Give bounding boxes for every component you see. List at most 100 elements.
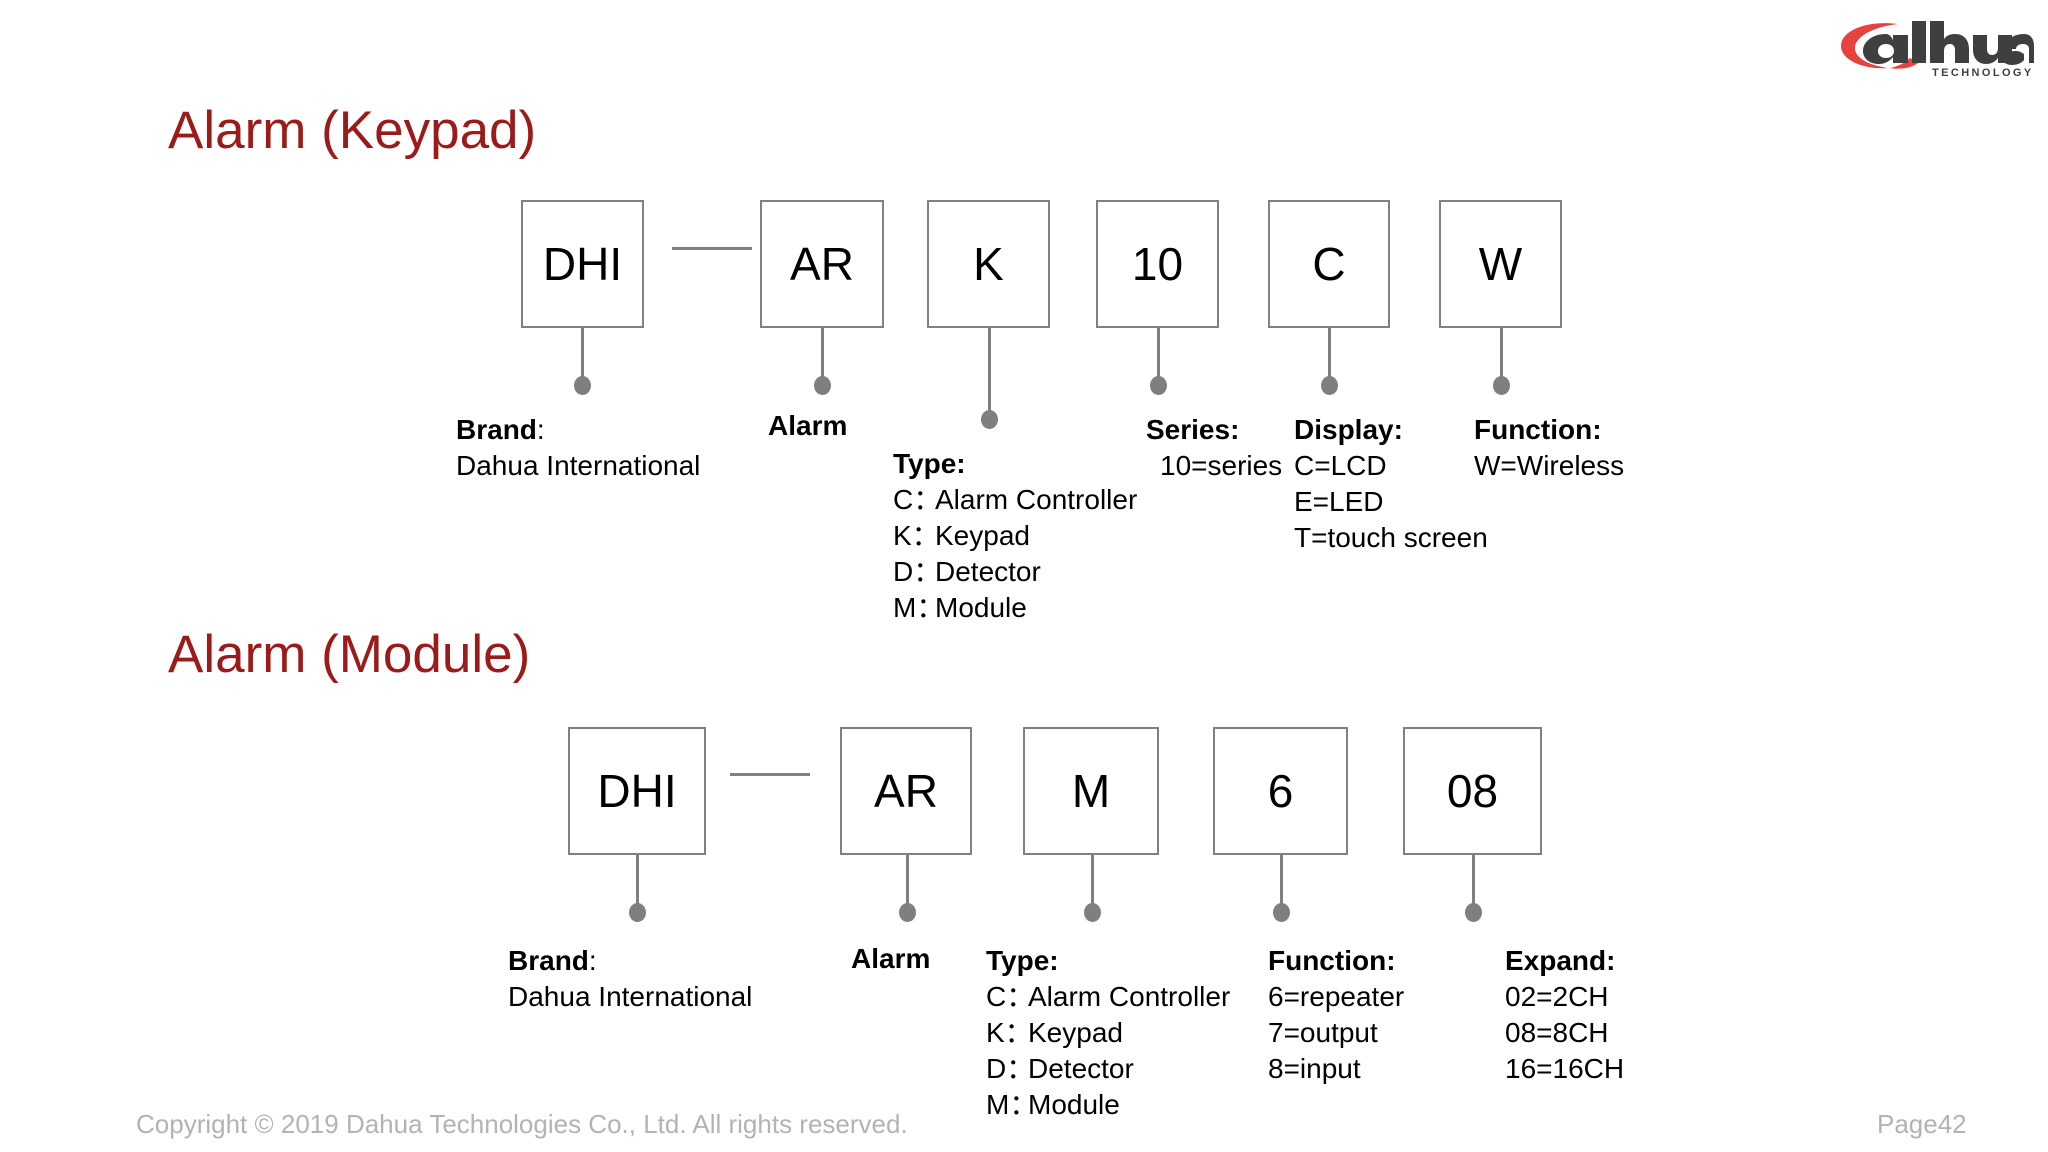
- footer-page-number: Page42: [1877, 1109, 1967, 1139]
- module-callout-alarm-head: Alarm: [851, 943, 931, 974]
- module-callout-type-key-1: C：: [986, 981, 1035, 1012]
- module-callout-type-key-4: M：: [986, 1089, 1038, 1120]
- dash-separator: [672, 247, 752, 250]
- dahua-logo: TECHNOLOGY: [1838, 18, 2034, 80]
- module-connector-stem-alarm: [906, 855, 909, 911]
- callout-brand-colon: :: [536, 414, 545, 445]
- callout-brand-head: Brand: [456, 414, 537, 445]
- connector-dot-series: [1150, 376, 1167, 395]
- callout-type-line-1: C：Alarm Controller: [893, 482, 1137, 518]
- callout-display-line-2: E=LED: [1294, 486, 1384, 517]
- module-callout-expand: Expand: 02=2CH 08=8CH 16=16CH: [1505, 943, 1624, 1087]
- callout-display-line-1: C=LCD: [1294, 450, 1387, 481]
- callout-type-key-1: C：: [893, 484, 942, 515]
- code-box-function: W: [1439, 200, 1562, 328]
- module-connector-dot-expand: [1465, 903, 1482, 922]
- code-box-brand: DHI: [521, 200, 644, 328]
- callout-type: Type: C：Alarm Controller K：Keypad D：Dete…: [893, 446, 1137, 626]
- module-callout-type-line-2: K：Keypad: [986, 1015, 1230, 1051]
- module-callout-type-value-2: Keypad: [1028, 1017, 1123, 1048]
- module-code-box-alarm: AR: [840, 727, 972, 855]
- module-code-box-brand: DHI: [568, 727, 706, 855]
- callout-series: Series: 10=series: [1146, 412, 1282, 484]
- callout-type-key-2: K：: [893, 520, 940, 551]
- code-box-alarm: AR: [760, 200, 884, 328]
- callout-display-head: Display:: [1294, 414, 1403, 445]
- callout-type-value-2: Keypad: [935, 520, 1030, 551]
- section-title-module: Alarm (Module): [168, 625, 531, 684]
- callout-function-line-1: W=Wireless: [1474, 450, 1625, 481]
- module-callout-type-value-1: Alarm Controller: [1028, 981, 1231, 1012]
- connector-stem-alarm: [821, 328, 824, 384]
- module-callout-expand-line-2: 08=8CH: [1505, 1017, 1609, 1048]
- module-callout-type-line-3: D：Detector: [986, 1051, 1230, 1087]
- callout-type-value-4: Module: [935, 592, 1027, 623]
- module-connector-stem-function: [1280, 855, 1283, 911]
- callout-type-key-3: D：: [893, 556, 942, 587]
- module-connector-stem-type: [1091, 855, 1094, 911]
- module-callout-type-value-3: Detector: [1028, 1053, 1134, 1084]
- module-callout-type-key-3: D：: [986, 1053, 1035, 1084]
- callout-type-value-1: Alarm Controller: [935, 484, 1138, 515]
- code-box-series: 10: [1096, 200, 1219, 328]
- module-connector-stem-expand: [1472, 855, 1475, 911]
- connector-stem-type: [988, 328, 991, 418]
- callout-display-line-3: T=touch screen: [1294, 522, 1488, 553]
- module-connector-dot-type: [1084, 903, 1101, 922]
- module-connector-dot-function: [1273, 903, 1290, 922]
- callout-alarm: Alarm: [768, 408, 847, 444]
- module-callout-type-value-4: Module: [1028, 1089, 1120, 1120]
- module-code-box-expand: 08: [1403, 727, 1542, 855]
- module-callout-function: Function: 6=repeater 7=output 8=input: [1268, 943, 1404, 1087]
- module-callout-type-key-2: K：: [986, 1017, 1033, 1048]
- connector-dot-display: [1321, 376, 1338, 395]
- module-callout-function-line-1: 6=repeater: [1268, 981, 1405, 1012]
- callout-function: Function: W=Wireless: [1474, 412, 1624, 484]
- connector-dot-brand: [574, 376, 591, 395]
- module-callout-brand-head: Brand: [508, 945, 589, 976]
- module-callout-type-line-1: C：Alarm Controller: [986, 979, 1230, 1015]
- module-callout-function-line-3: 8=input: [1268, 1053, 1361, 1084]
- section-title-keypad: Alarm (Keypad): [168, 101, 537, 160]
- connector-dot-type: [981, 410, 998, 429]
- module-callout-alarm: Alarm: [851, 941, 930, 977]
- callout-type-head: Type:: [893, 448, 966, 479]
- connector-stem-brand: [581, 328, 584, 384]
- callout-function-head: Function:: [1474, 414, 1602, 445]
- module-callout-brand-line-1: Dahua International: [508, 981, 753, 1012]
- module-callout-type: Type: C：Alarm Controller K：Keypad D：Dete…: [986, 943, 1230, 1123]
- callout-brand: Brand: Dahua International: [456, 412, 700, 484]
- callout-type-line-3: D：Detector: [893, 554, 1137, 590]
- module-connector-dot-brand: [629, 903, 646, 922]
- callout-alarm-head: Alarm: [768, 410, 848, 441]
- module-callout-brand-colon: :: [588, 945, 597, 976]
- callout-type-line-2: K：Keypad: [893, 518, 1137, 554]
- callout-type-value-3: Detector: [935, 556, 1041, 587]
- module-callout-type-head: Type:: [986, 945, 1059, 976]
- code-box-display: C: [1268, 200, 1390, 328]
- callout-type-line-4: M：Module: [893, 590, 1137, 626]
- connector-stem-display: [1328, 328, 1331, 384]
- module-code-box-type: M: [1023, 727, 1159, 855]
- module-callout-brand: Brand: Dahua International: [508, 943, 752, 1015]
- connector-stem-series: [1157, 328, 1160, 384]
- module-callout-type-line-4: M：Module: [986, 1087, 1230, 1123]
- module-connector-dot-alarm: [899, 903, 916, 922]
- module-connector-stem-brand: [636, 855, 639, 911]
- connector-stem-function: [1500, 328, 1503, 384]
- module-callout-expand-line-1: 02=2CH: [1505, 981, 1609, 1012]
- callout-display: Display: C=LCD E=LED T=touch screen: [1294, 412, 1488, 556]
- callout-series-head: Series:: [1146, 414, 1240, 445]
- footer-copyright: Copyright © 2019 Dahua Technologies Co.,…: [136, 1109, 908, 1139]
- module-dash-separator: [730, 773, 810, 776]
- code-box-type: K: [927, 200, 1050, 328]
- connector-dot-function: [1493, 376, 1510, 395]
- callout-series-line-1: 10=series: [1160, 450, 1283, 481]
- svg-text:TECHNOLOGY: TECHNOLOGY: [1932, 67, 2034, 79]
- module-callout-function-line-2: 7=output: [1268, 1017, 1378, 1048]
- module-callout-expand-head: Expand:: [1505, 945, 1616, 976]
- callout-brand-line-1: Dahua International: [456, 450, 701, 481]
- module-callout-expand-line-3: 16=16CH: [1505, 1053, 1625, 1084]
